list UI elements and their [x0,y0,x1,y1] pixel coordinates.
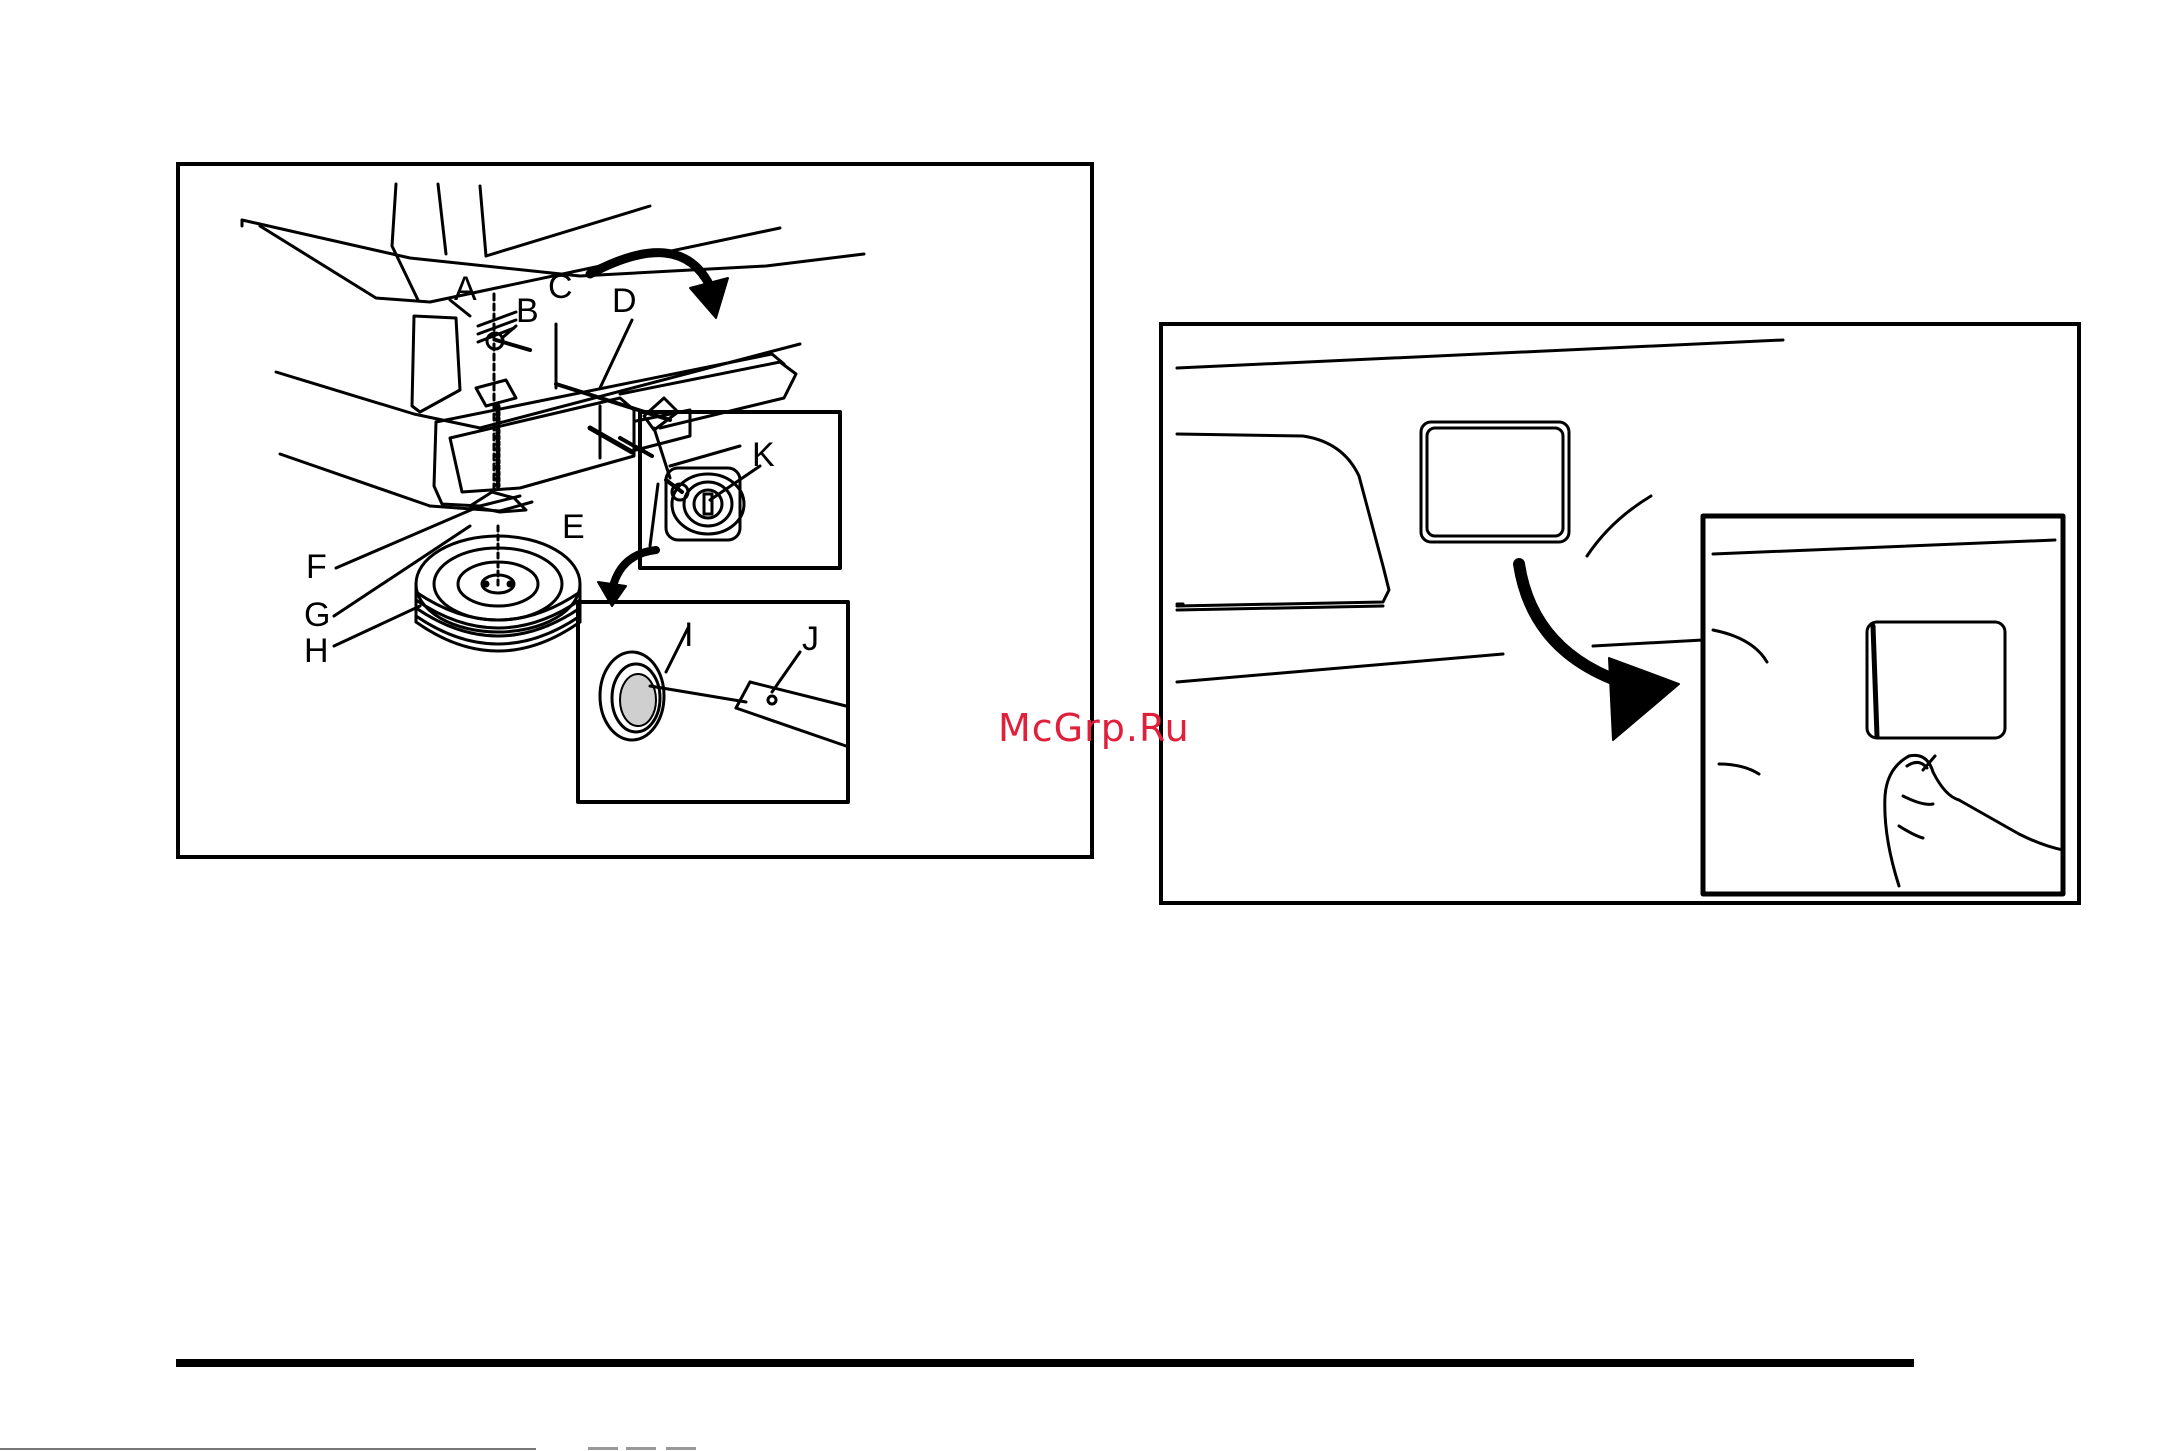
watermark: McGrp.Ru [998,706,1190,750]
tail-lamp [412,316,460,412]
footer-line [0,1448,536,1450]
access-cover-figure [1159,322,2081,905]
callout-e: E [562,508,585,546]
body-pillar-left [392,184,418,300]
footer-mark [588,1447,618,1450]
page-rule [176,1359,1914,1367]
spare-tire-illustration: A B C D E F G H I J K [180,166,1090,855]
callout-a: A [454,270,477,308]
spare-tire-figure: A B C D E F G H I J K [176,162,1094,859]
callout-g: G [304,596,330,634]
callout-f: F [306,548,327,586]
cover-inset [1703,516,2063,894]
callout-b: B [516,292,539,330]
footer-mark [666,1447,696,1450]
footer-mark [626,1447,656,1450]
access-cover [1421,422,1569,542]
callout-c: C [548,268,573,306]
callout-j: J [802,620,819,658]
access-cover-illustration [1163,326,2077,901]
callout-d: D [612,282,637,320]
callout-i: I [684,616,693,654]
callout-k: K [752,436,775,474]
callout-h: H [304,632,329,670]
